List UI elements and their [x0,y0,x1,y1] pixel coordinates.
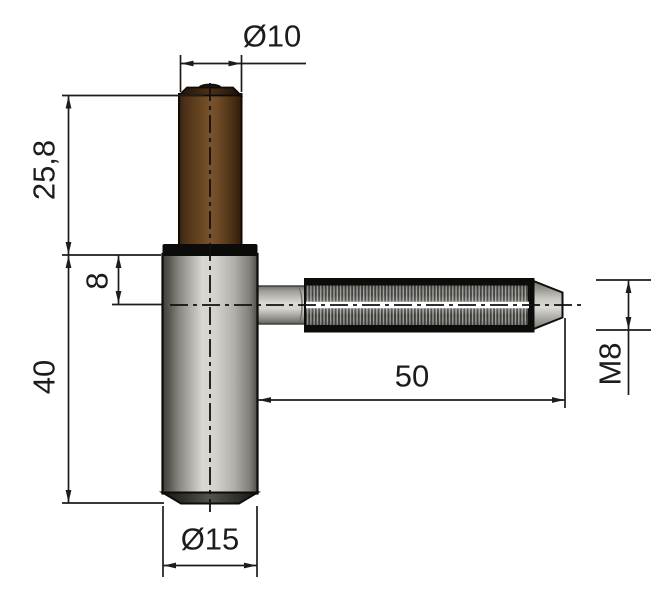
label-body-length: 40 [27,360,62,394]
hinge-part [158,83,564,505]
arrow-offset-bottom [115,291,122,304]
dimension-labels: Ø10 25,8 8 40 50 M8 Ø15 [27,19,628,557]
arrow-body-len-bottom [65,490,72,503]
dimension-arrows [65,60,632,569]
center-lines [170,83,585,512]
arrow-pin-len-bottom [65,242,72,255]
arrow-thread-size-bottom [625,317,632,330]
arrow-body-len-top [65,255,72,268]
label-axis-offset: 8 [80,272,115,289]
arrow-body-dia-right [244,562,257,569]
label-thread-length: 50 [395,359,429,394]
arrow-pin-dia-right [228,60,241,67]
arrow-body-dia-left [163,562,176,569]
arrow-thread-len-right [552,397,565,403]
arrow-thread-size-top [625,280,632,293]
arrow-pin-len-top [65,96,72,109]
thread-top-edge [305,279,534,286]
label-pin-diameter: Ø10 [243,19,302,54]
thread-bottom-edge [305,325,534,332]
label-pin-length: 25,8 [27,140,62,200]
label-body-diameter: Ø15 [181,522,240,557]
arrow-offset-top [115,255,122,268]
arrow-pin-dia-left [181,60,194,67]
body-bottom-chamfer [158,491,262,505]
dimension-lines [62,55,651,577]
arrow-thread-len-left [258,397,271,403]
label-thread-size: M8 [593,342,628,385]
